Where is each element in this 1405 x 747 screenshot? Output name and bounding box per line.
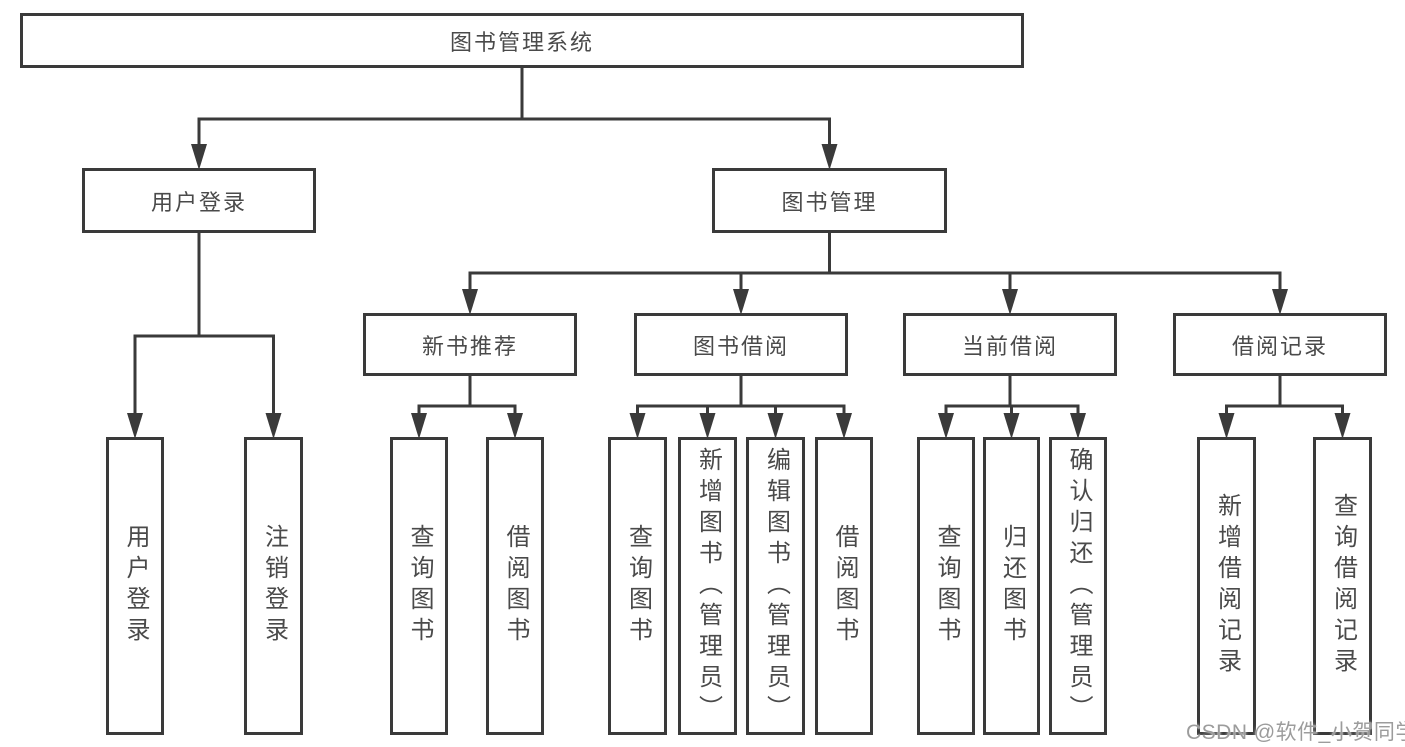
node-current-borrowing: 当前借阅 (903, 313, 1117, 376)
node-label-borrowing-records: 借阅记录 (1231, 333, 1328, 359)
arrowhead-icon (191, 144, 207, 170)
arrowhead-icon (507, 413, 523, 439)
arrowhead-icon (767, 413, 784, 439)
node-label-library-system: 图书管理系统 (449, 29, 594, 55)
arrowhead-icon (127, 413, 143, 439)
node-logout-action: 注销登录 (244, 437, 303, 735)
node-user-login-action: 用户登录 (106, 437, 164, 735)
node-query-books-current: 查询图书 (917, 437, 975, 735)
arrowhead-icon (462, 289, 478, 315)
node-user-login: 用户登录 (82, 168, 316, 233)
node-label-borrow-books-borrowing: 借阅图书 (831, 524, 858, 648)
node-label-add-book-admin: 新增图书（管理员） (694, 446, 722, 726)
node-label-return-books: 归还图书 (998, 524, 1026, 648)
arrowhead-icon (733, 289, 749, 315)
node-add-book-admin: 新增图书（管理员） (678, 437, 737, 735)
node-label-add-borrow-record: 新增借阅记录 (1213, 493, 1241, 679)
node-book-borrowing: 图书借阅 (634, 313, 848, 376)
node-query-borrow-record: 查询借阅记录 (1313, 437, 1372, 735)
node-label-current-borrowing: 当前借阅 (961, 333, 1058, 359)
node-label-new-book-recommend: 新书推荐 (421, 333, 518, 359)
node-label-query-books-recommend: 查询图书 (406, 524, 433, 648)
node-new-book-recommend: 新书推荐 (363, 313, 577, 376)
arrowhead-icon (265, 413, 282, 439)
arrowhead-icon (1070, 413, 1086, 439)
node-label-query-books-current: 查询图书 (933, 524, 960, 648)
node-query-books-borrowing: 查询图书 (608, 437, 667, 735)
node-label-edit-book-admin: 编辑图书（管理员） (762, 446, 790, 726)
arrowhead-icon (1218, 413, 1235, 439)
node-label-query-books-borrowing: 查询图书 (624, 524, 652, 648)
node-label-confirm-return-admin: 确认归还（管理员） (1065, 446, 1092, 726)
node-library-system: 图书管理系统 (20, 13, 1024, 68)
node-borrow-books-recommend: 借阅图书 (486, 437, 544, 735)
arrowhead-icon (1002, 289, 1018, 315)
arrowhead-icon (821, 144, 838, 170)
node-edit-book-admin: 编辑图书（管理员） (746, 437, 805, 735)
node-borrow-books-borrowing: 借阅图书 (815, 437, 873, 735)
node-label-book-management: 图书管理 (781, 189, 878, 215)
arrowhead-icon (938, 413, 954, 439)
arrowhead-icon (629, 413, 646, 439)
arrowhead-icon (699, 413, 716, 439)
node-query-books-recommend: 查询图书 (390, 437, 448, 735)
arrowhead-icon (1272, 289, 1288, 315)
node-book-management: 图书管理 (712, 168, 947, 233)
node-label-user-login-action: 用户登录 (122, 524, 149, 648)
node-borrowing-records: 借阅记录 (1173, 313, 1387, 376)
watermark: CSDN @软件_小贺同学 (1186, 721, 1405, 744)
arrowhead-icon (836, 413, 852, 439)
node-confirm-return-admin: 确认归还（管理员） (1049, 437, 1107, 735)
node-label-user-login: 用户登录 (150, 189, 247, 215)
node-label-query-borrow-record: 查询借阅记录 (1329, 493, 1357, 679)
arrowhead-icon (1003, 413, 1020, 439)
node-label-logout-action: 注销登录 (260, 524, 288, 648)
node-return-books: 归还图书 (983, 437, 1040, 735)
arrowhead-icon (411, 413, 427, 439)
node-label-book-borrowing: 图书借阅 (692, 333, 789, 359)
node-add-borrow-record: 新增借阅记录 (1197, 437, 1256, 735)
arrowhead-icon (1334, 413, 1351, 439)
node-label-borrow-books-recommend: 借阅图书 (502, 524, 529, 648)
